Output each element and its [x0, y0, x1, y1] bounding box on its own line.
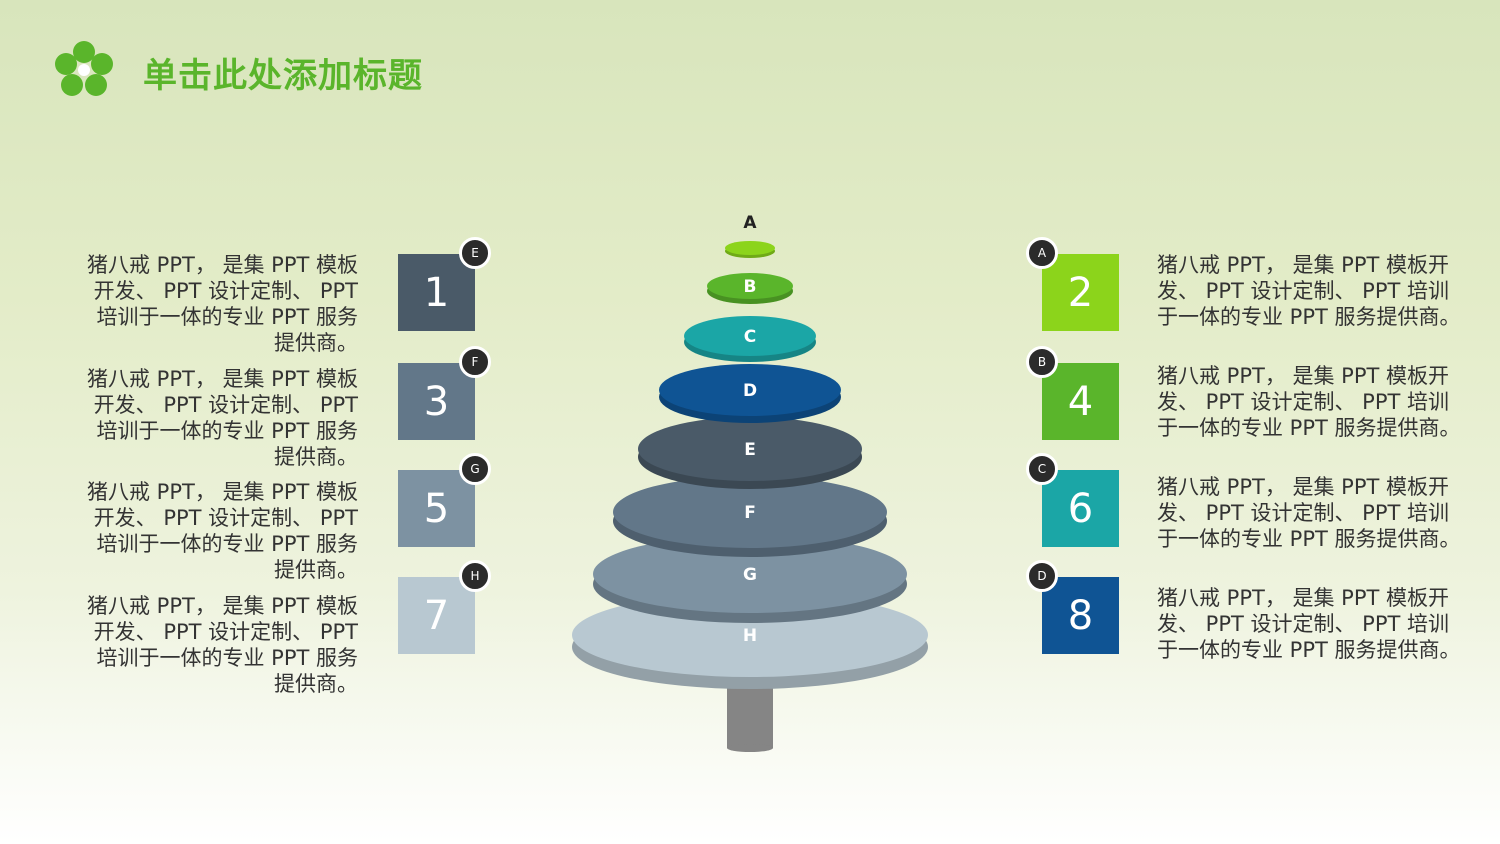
- letter-badge: G: [459, 453, 491, 485]
- tree-layer-d: D: [659, 364, 841, 423]
- page-title: 单击此处添加标题: [143, 56, 423, 96]
- number-box: 3: [398, 363, 475, 440]
- right-item-text: 猪八戒 PPT， 是集 PPT 模板开 发、 PPT 设计定制、 PPT 培训 …: [1157, 364, 1461, 440]
- number-box: 8: [1042, 577, 1119, 654]
- letter-badge: C: [1026, 453, 1058, 485]
- letter-badge: E: [459, 237, 491, 269]
- right-item-text: 猪八戒 PPT， 是集 PPT 模板开 发、 PPT 设计定制、 PPT 培训 …: [1157, 586, 1461, 662]
- left-item-text: 猪八戒 PPT， 是集 PPT 模板 开发、 PPT 设计定制、 PPT 培训于…: [86, 480, 358, 582]
- letter-badge: B: [1026, 346, 1058, 378]
- letter-badge: D: [1026, 560, 1058, 592]
- tree-layer-c: C: [684, 316, 816, 362]
- tree-layer-label: B: [744, 277, 757, 297]
- number-box: 4: [1042, 363, 1119, 440]
- tree-layer-label: H: [743, 626, 757, 646]
- tree-layer-b: B: [707, 273, 793, 304]
- tree-layer-label: C: [744, 327, 756, 347]
- tree-layer-label: F: [744, 503, 756, 523]
- letter-badge: H: [459, 560, 491, 592]
- number-box: 1: [398, 254, 475, 331]
- number-box: 2: [1042, 254, 1119, 331]
- right-item-text: 猪八戒 PPT， 是集 PPT 模板开 发、 PPT 设计定制、 PPT 培训 …: [1157, 475, 1461, 551]
- right-item-text: 猪八戒 PPT， 是集 PPT 模板开 发、 PPT 设计定制、 PPT 培训 …: [1157, 253, 1461, 329]
- letter-badge: A: [1026, 237, 1058, 269]
- tree-layer-label: G: [743, 565, 757, 585]
- number-box: 5: [398, 470, 475, 547]
- left-item-text: 猪八戒 PPT， 是集 PPT 模板 开发、 PPT 设计定制、 PPT 培训于…: [86, 367, 358, 469]
- number-box: 7: [398, 577, 475, 654]
- tree-layer-label: D: [743, 381, 757, 401]
- number-box: 6: [1042, 470, 1119, 547]
- tree-layer-g: G: [593, 535, 907, 623]
- tree-layer-a: A: [725, 213, 775, 258]
- tree-layer-e: E: [638, 417, 862, 489]
- tree-layer-f: F: [613, 476, 887, 557]
- left-item-text: 猪八戒 PPT， 是集 PPT 模板 开发、 PPT 设计定制、 PPT 培训于…: [86, 253, 358, 355]
- letter-badge: F: [459, 346, 491, 378]
- flower-icon: [55, 41, 113, 96]
- left-item-text: 猪八戒 PPT， 是集 PPT 模板 开发、 PPT 设计定制、 PPT 培训于…: [86, 594, 358, 696]
- tree-layer-label: E: [744, 440, 756, 460]
- tree-layer-label: A: [743, 213, 757, 233]
